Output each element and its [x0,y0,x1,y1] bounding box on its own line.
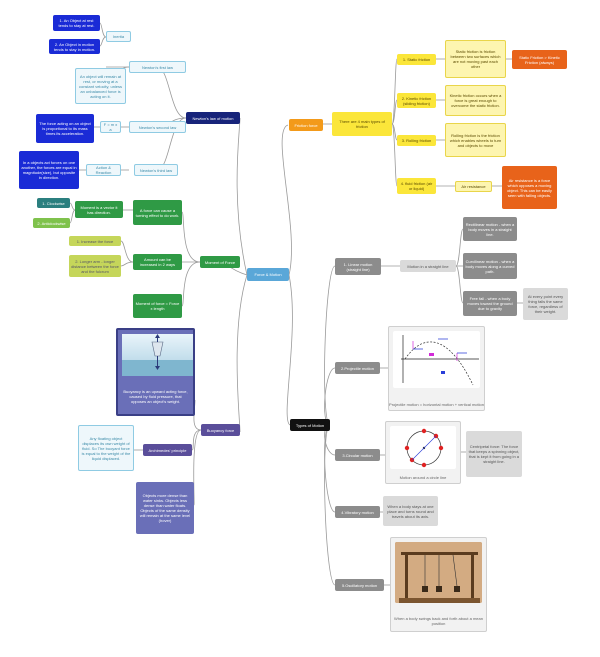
third-law-note[interactable]: In a objects act forces on one another, … [19,151,79,189]
oscillatory-caption: When a body swings back and forth about … [394,616,483,626]
moment-turning[interactable]: A force can cause a turning effect to do… [133,200,182,225]
circular-motion[interactable]: 3.Circular motion [335,449,380,461]
friction-root[interactable]: Friction force [289,119,323,131]
way-2[interactable]: 2. Longer arm - longer distance between … [69,255,121,277]
air-resistance-note[interactable]: Air resistance is a force which opposes … [502,166,557,209]
friction-desc-2[interactable]: Kinetic friction occurs when a force is … [445,85,506,116]
friction-types[interactable]: There are 4 main types of friction [332,112,392,136]
center-node[interactable]: Force & Motion [247,268,289,281]
friction-desc-1[interactable]: Static friction is friction between two … [445,40,506,78]
projectile-caption: Projectile motion = horizontal motion + … [389,402,484,407]
action-reaction[interactable]: Action & Reaction [86,164,121,176]
vibratory-note[interactable]: When a body stays at one place and turns… [383,496,438,526]
circular-panel: Motion around a circle line [385,421,461,484]
oscillatory-motion[interactable]: 5.Oscillatory motion [335,579,384,591]
friction-item-2[interactable]: 2. Kinetic friction (sliding friction) [397,93,436,108]
buoyancy-illustration [122,334,193,376]
oscillatory-panel: When a body swings back and forth about … [390,537,487,632]
friction-desc-3[interactable]: Rolling friction is the friction which e… [445,123,506,157]
circular-caption: Motion around a circle line [399,475,447,480]
curvilinear[interactable]: Curvilinear motion - when a body moves a… [463,253,517,279]
archimedes-principle[interactable]: Any floating object displaces its own we… [78,425,134,471]
density-note[interactable]: Objects more dense than water sinks. Obj… [136,482,194,534]
motion-root[interactable]: Types of Motion [290,419,330,431]
first-law-statement-1[interactable]: 1. An Object at rest tends to stay at re… [53,15,100,31]
pendulum-illustration [395,542,482,603]
rectilinear[interactable]: Rectilinear motion - when a body moves i… [463,217,517,241]
first-law-statement-2[interactable]: 2. An Object in motion tends to stay in … [49,39,100,54]
second-law-formula[interactable]: F = m x a [100,121,121,133]
newton-root[interactable]: Newton's law of motion [186,112,240,124]
friction-compare[interactable]: Static Friction > Kinetic Friction (alwa… [512,50,567,69]
projectile-motion[interactable]: 2.Projectile motion [335,362,380,374]
projectile-panel: Projectile motion = horizontal motion + … [388,326,485,411]
friction-item-4[interactable]: 4. fluid friction (air or liquid) [397,178,436,194]
moment-increase[interactable]: Amount can be increased in 2 ways [133,254,182,270]
moment-root[interactable]: Moment of Force [200,256,240,268]
circular-figure [390,426,456,469]
newton-third-law[interactable]: Newton's third law [134,164,178,176]
first-law-note[interactable]: An object will remain at rest, or moving… [75,68,126,104]
archimedes[interactable]: Archimedes' principle [143,444,192,456]
newton-first-law[interactable]: Newton's first law [129,61,186,73]
second-law-note[interactable]: The force acting on an object is proport… [36,114,94,143]
linear-motion[interactable]: 1. Linear motion (straight line) [335,258,381,275]
friction-item-1[interactable]: 1. Static friction [397,54,436,65]
buoyancy-root[interactable]: Buoyancy force [201,424,240,436]
projectile-plot [401,335,479,386]
newton-second-law[interactable]: Newton's second law [129,121,186,133]
centripetal-note[interactable]: Centripetal force: The force that keeps … [466,431,522,477]
way-1[interactable]: 1. Increase the force [69,236,121,246]
projectile-graph [393,331,480,388]
inertia-label[interactable]: Inertia [106,31,131,42]
moment-vector[interactable]: Moment is a vector it has direction. [75,201,123,218]
clockwise[interactable]: 1. Clockwise [37,198,70,208]
friction-item-3[interactable]: 3. Rolling friction [397,135,436,146]
buoyancy-card[interactable]: Buoyancy is an upward acting force, caus… [116,328,195,416]
pendulum-photo [395,542,482,603]
air-resistance[interactable]: Air resistance [455,181,492,192]
free-fall[interactable]: Free fall - when a body moves toward the… [463,291,517,316]
buoyancy-definition: Buoyancy is an upward acting force, caus… [123,388,188,404]
vibratory-motion[interactable]: 4.Vibratory motion [335,506,380,518]
moment-formula[interactable]: Moment of force = Force x length [133,294,182,318]
linear-sub[interactable]: Motion in a straight line [400,260,456,272]
free-fall-note[interactable]: At every point every thing falls the sam… [523,288,568,320]
circular-diagram [404,428,444,468]
anticlockwise[interactable]: 2. Anticlockwise [33,218,70,228]
